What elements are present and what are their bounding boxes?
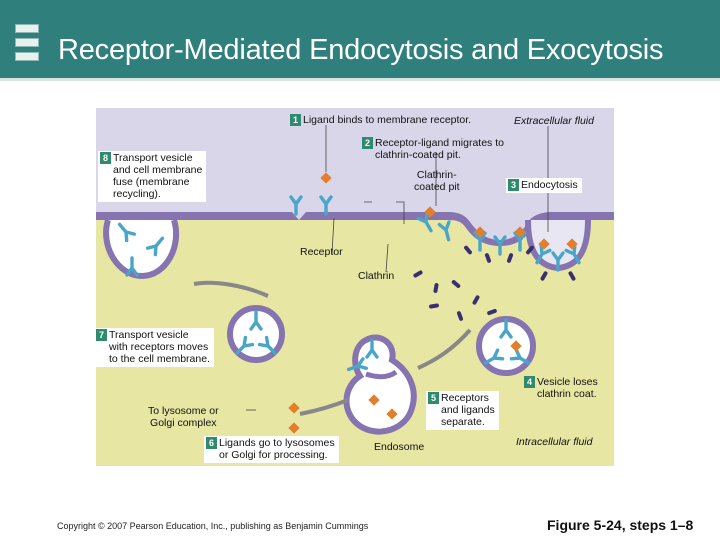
extracellular-fluid-label: Extracellular fluid [514,115,594,127]
figure-caption: Figure 5-24, steps 1–8 [547,517,694,533]
copyright-notice: Copyright © 2007 Pearson Education, Inc.… [57,521,369,531]
to-lysosome-arrow [299,398,349,416]
recycle-arrow [193,280,269,298]
lysosome-golgi-label: To lysosome or Golgi complex [148,405,219,429]
fusing-vesicle [103,219,180,280]
clathrin-coated-pit-label: Clathrin- coated pit [414,169,460,193]
slide-menu-icon [15,24,39,62]
clathrin-label: Clathrin [358,270,395,282]
receptor-label: Receptor [300,246,343,258]
intracellular-fluid-label: Intracellular fluid [516,436,593,448]
endosome-label: Endosome [374,441,425,453]
title-bar: Receptor-Mediated Endocytosis and Exocyt… [0,0,720,78]
slide-title: Receptor-Mediated Endocytosis and Exocyt… [58,34,664,66]
to-endosome-arrow [417,328,472,370]
plasma-membrane [96,212,614,246]
header-divider [0,78,720,81]
